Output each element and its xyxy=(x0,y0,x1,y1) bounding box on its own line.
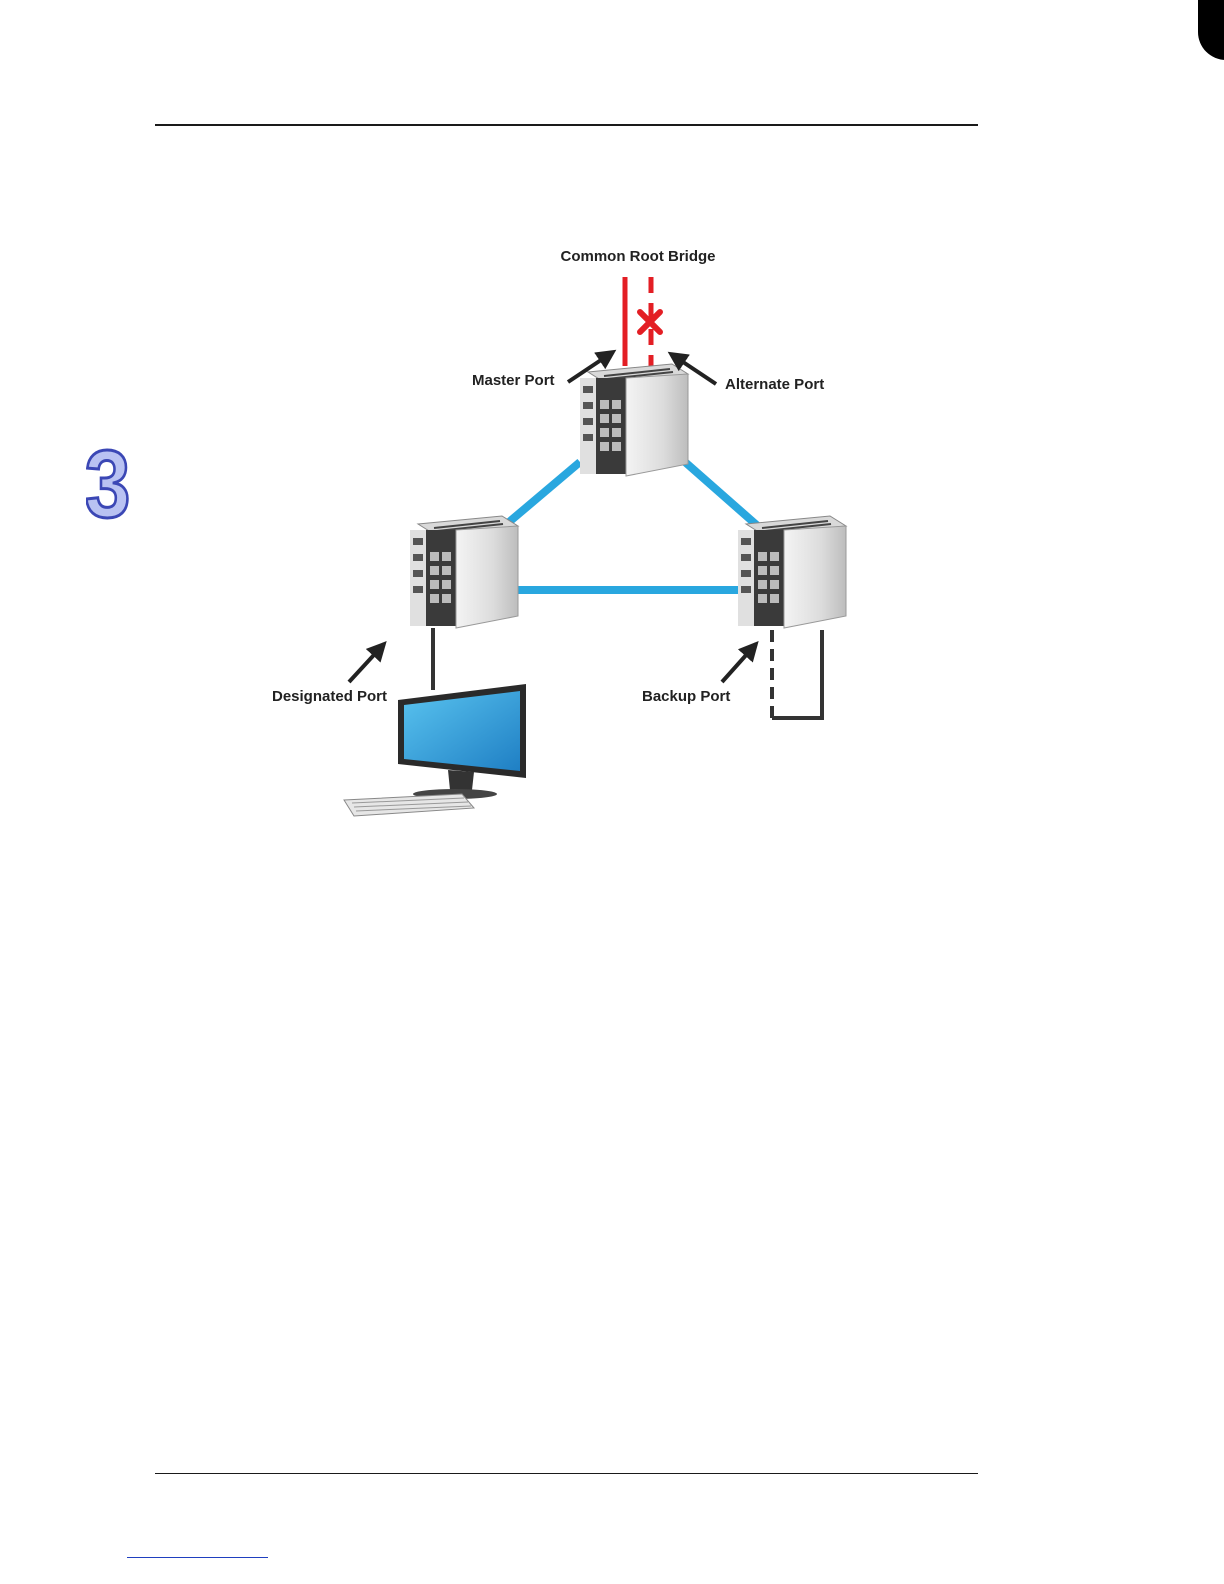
designated-port-label: Designated Port xyxy=(272,688,387,705)
switch-icon-left xyxy=(410,516,518,628)
link-top-left xyxy=(502,462,580,528)
backup-loop-cable xyxy=(772,630,822,718)
backup-port-arrow xyxy=(722,644,756,682)
alternate-port-label: Alternate Port xyxy=(725,376,824,393)
switch-icon-right xyxy=(738,516,846,628)
link-top-right xyxy=(685,462,760,528)
switch-icon-root xyxy=(580,364,688,476)
designated-port-arrow xyxy=(349,644,384,682)
backup-port-label: Backup Port xyxy=(642,688,730,705)
master-port-label: Master Port xyxy=(472,372,555,389)
common-root-bridge-label: Common Root Bridge xyxy=(561,248,716,265)
